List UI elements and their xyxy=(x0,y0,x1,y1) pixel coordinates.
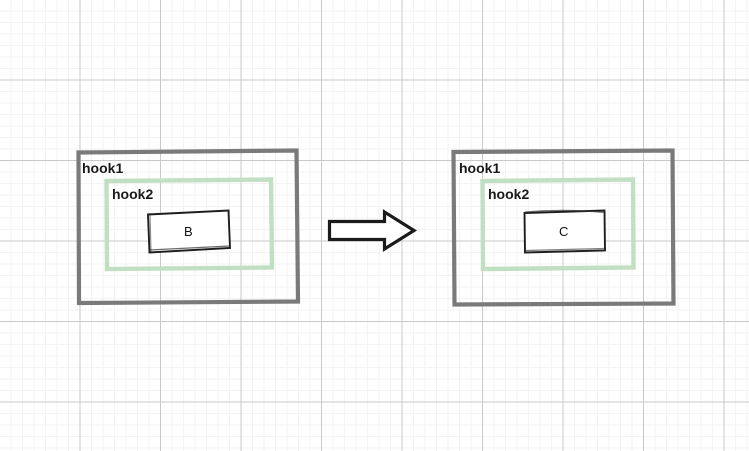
node-label-c: C xyxy=(559,224,569,239)
hook1-outer-rect-right[interactable] xyxy=(451,148,676,307)
transition-arrow-icon xyxy=(327,209,418,252)
before-state-group xyxy=(76,148,301,306)
hook2-label-right: hook2 xyxy=(488,186,530,202)
hook2-inner-rect-right[interactable] xyxy=(480,177,636,272)
node-box-b-sketch-bottom xyxy=(148,245,231,251)
hook2-label-left: hook2 xyxy=(112,186,154,202)
node-box-b-sketch-left xyxy=(149,212,152,253)
node-box-c-sketch-top xyxy=(524,209,605,214)
hook1-label-right: hook1 xyxy=(459,160,501,176)
hook1-outer-rect-left[interactable] xyxy=(76,148,301,306)
node-box-c[interactable] xyxy=(523,209,606,254)
node-label-b: B xyxy=(184,224,193,239)
hook2-inner-rect-left[interactable] xyxy=(104,177,275,272)
after-state-group xyxy=(451,148,676,307)
hook1-label-left: hook1 xyxy=(82,160,124,176)
node-box-c-sketch-bottom xyxy=(525,247,605,252)
node-box-b[interactable] xyxy=(147,209,231,254)
